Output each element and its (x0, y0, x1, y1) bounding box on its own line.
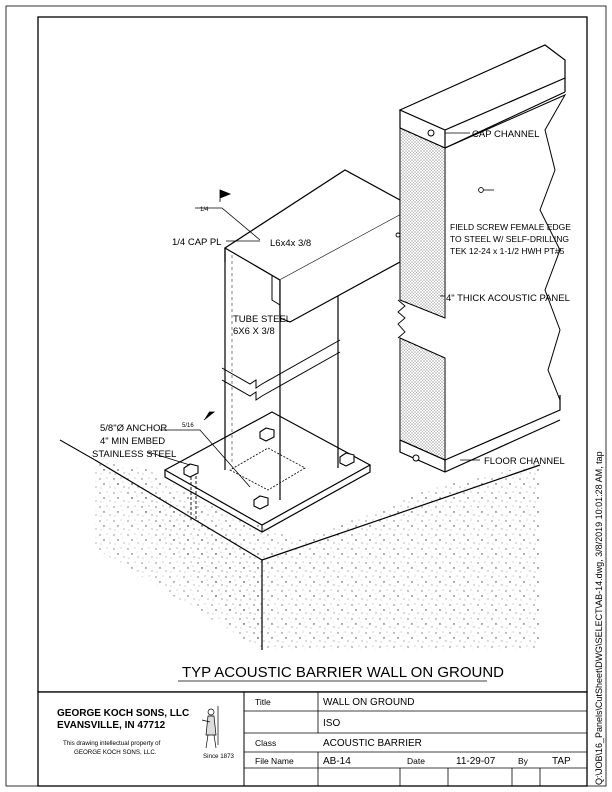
date-value: 11-29-07 (456, 756, 496, 767)
anchor-bolt-front (253, 495, 269, 510)
file-name-value: AB-14 (323, 756, 351, 767)
anchor-bolts (183, 427, 355, 520)
company-city: EVANSVILLE, IN 47712 (57, 720, 166, 731)
label-anchor-line3: STAINLESS STEEL (92, 449, 176, 460)
by-value: TAP (552, 756, 571, 767)
class-key: Class (255, 738, 276, 748)
label-tube-line2: 6X6 X 3/8 (233, 326, 275, 337)
weld-symbol-quarter: 1/4 (200, 207, 209, 213)
cap-angle (223, 169, 401, 323)
label-floor-channel: FLOOR CHANNEL (484, 456, 565, 467)
title-value: WALL ON GROUND (323, 697, 415, 708)
anchor-bolt-back (259, 427, 275, 442)
title-block (37, 691, 588, 787)
label-anchor-line2: 4" MIN EMBED (100, 436, 165, 447)
date-key: Date (407, 756, 425, 766)
subtitle-value: ISO (323, 718, 340, 729)
since-year: Since 1873 (203, 753, 235, 760)
company-name: GEORGE KOCH SONS, LLC (57, 708, 189, 719)
file-name-key: File Name (255, 756, 294, 766)
label-acoustic-panel: 4" THICK ACOUSTIC PANEL (446, 293, 570, 304)
anchor-bolt-left (183, 463, 199, 520)
company-logo-knight (201, 706, 219, 749)
label-tube-line1: TUBE STEEL (233, 314, 291, 325)
acoustic-panel (397, 93, 567, 461)
weld-symbol-five-sixteenths: 5/16 (182, 423, 194, 429)
label-screw-line2: TO STEEL W/ SELF-DRILLING (450, 234, 569, 244)
base-plate (163, 411, 372, 533)
drawing-title: TYP ACOUSTIC BARRIER WALL ON GROUND (182, 664, 504, 681)
ground-slab (59, 439, 541, 650)
file-path-stamp: Q:\JOB\16_Panels\CutSheet\DWG\SELECT\AB-… (594, 451, 604, 785)
ip-notice-line2: GEORGE KOCH SONS, LLC. (74, 749, 157, 756)
label-screw-line3: TEK 12-24 x 1-1/2 HWH PT#5 (450, 246, 565, 256)
title-key: Title (255, 697, 271, 707)
floor-channel (395, 129, 561, 473)
label-screw-line1: FIELD SCREW FEMALE EDGE (450, 222, 571, 232)
class-value: ACOUSTIC BARRIER (323, 738, 422, 749)
label-anchor-line1: 5/8"Ø ANCHOR (100, 423, 167, 434)
by-key: By (518, 756, 529, 766)
ip-notice-line1: This drawing intellectual property of (63, 740, 161, 747)
label-cap-channel: CAP CHANNEL (472, 129, 539, 140)
leader-lines (147, 132, 494, 488)
label-angle: L6x4x 3/8 (270, 238, 311, 249)
label-cap-plate: 1/4 CAP PL (172, 237, 221, 248)
anchor-bolt-right (339, 452, 355, 467)
